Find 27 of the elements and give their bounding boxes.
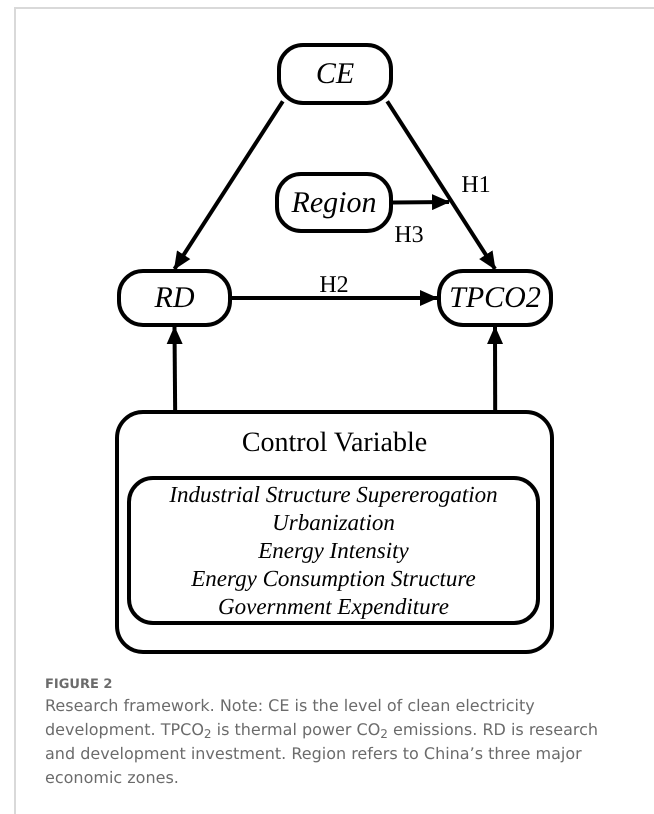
arrow bbox=[172, 100, 284, 270]
rounded-box bbox=[277, 43, 393, 105]
edge-label: H1 bbox=[461, 172, 491, 198]
variable-name: Urbanization bbox=[272, 508, 395, 536]
figure-number: FIGURE 2 bbox=[45, 676, 114, 694]
group-title: Control Variable bbox=[242, 426, 428, 460]
rounded-box bbox=[117, 269, 232, 327]
rounded-box bbox=[437, 269, 553, 327]
arrow bbox=[392, 194, 450, 210]
list-box bbox=[127, 476, 540, 625]
node-label: CE bbox=[316, 57, 354, 91]
arrow bbox=[232, 290, 438, 306]
node-label: RD bbox=[154, 281, 194, 315]
arrow bbox=[386, 100, 497, 270]
arrow bbox=[487, 326, 504, 410]
node-label: TPCO2 bbox=[449, 281, 541, 315]
variable-name: Government Expenditure bbox=[218, 592, 449, 620]
group-box bbox=[115, 410, 554, 654]
rounded-box bbox=[275, 172, 393, 233]
edge-label: H3 bbox=[394, 222, 424, 248]
caption: Research framework. Note: CE is the level of clean electricity development. TPCO$_{2}$ is thermal power CO$_{2}$ emissions. RD is research and development investment. Region refers to China’s three major economic zones. bbox=[45, 695, 600, 789]
arrow bbox=[166, 326, 183, 410]
variable-name: Energy Consumption Structure bbox=[191, 564, 476, 592]
edge-label: H2 bbox=[319, 272, 349, 298]
variable-name: Industrial Structure Supererogation bbox=[169, 480, 498, 508]
node-label: Region bbox=[292, 186, 376, 220]
variable-name: Energy Intensity bbox=[258, 536, 409, 564]
